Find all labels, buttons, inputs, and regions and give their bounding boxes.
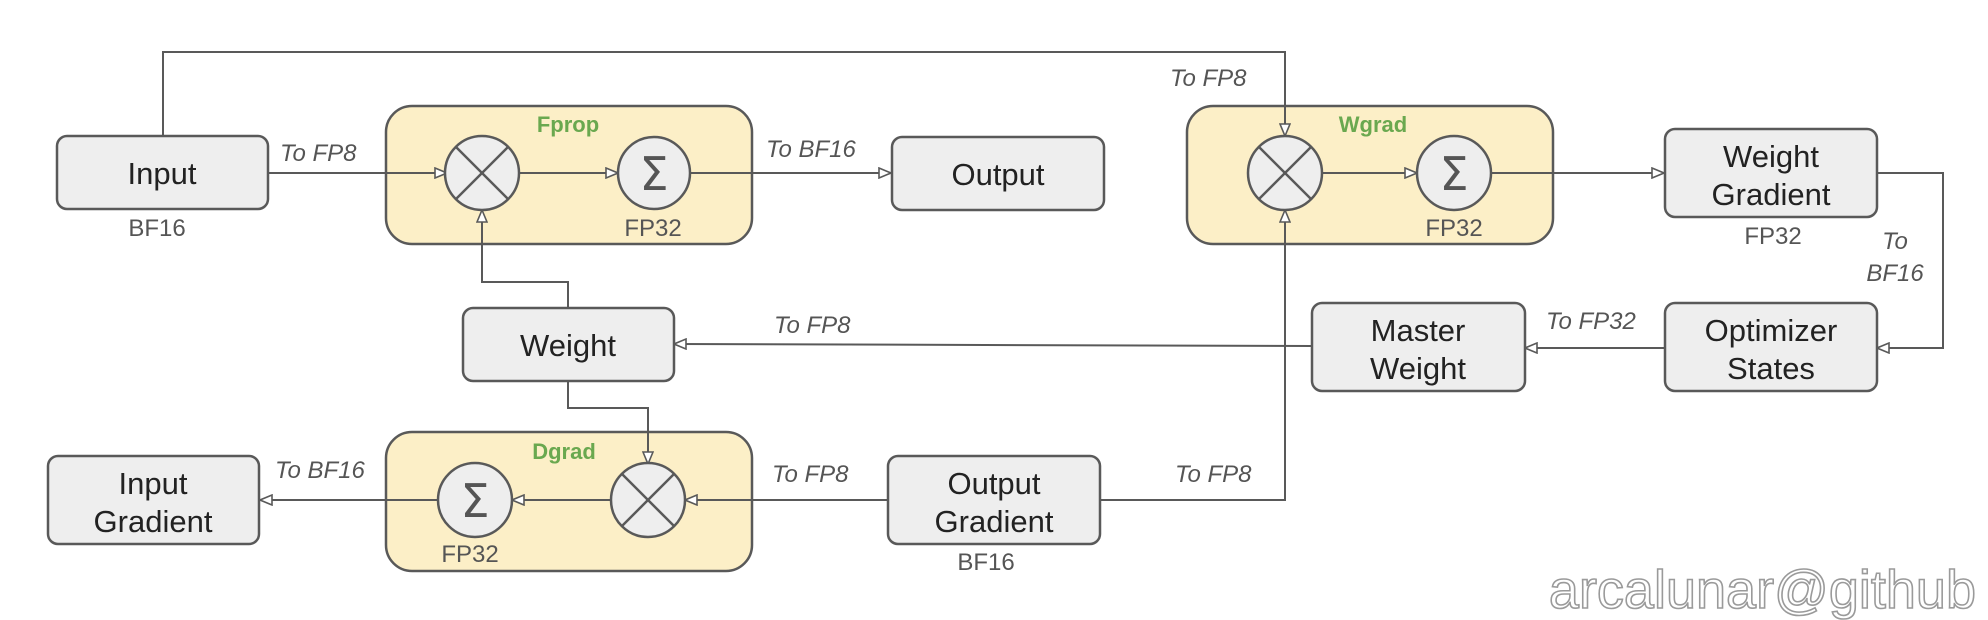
dgrad-sum-precision: FP32 <box>441 541 498 568</box>
fprop-group-title: Fprop <box>537 112 599 137</box>
input-gradient-node: Input Gradient <box>46 454 261 546</box>
wire-output-gradient-to-wgrad-multiply <box>1100 210 1285 501</box>
weight-gradient-label-line1: Weight <box>1723 139 1819 174</box>
weight-gradient-label-line2: Gradient <box>1712 177 1831 212</box>
wire-weight-to-dgrad-multiply <box>567 380 648 464</box>
weight-gradient-precision: FP32 <box>1744 223 1801 250</box>
wire-input-to-wgrad-multiply <box>162 51 1285 136</box>
master-weight-node: Master Weight <box>1310 301 1527 393</box>
watermark: arcalunar@github <box>1549 560 1976 620</box>
conv-wgrad-to-optimizer-line2: BF16 <box>1866 260 1924 287</box>
conv-input-to-fprop: To FP8 <box>280 140 357 167</box>
output-gradient-label-line2: Gradient <box>935 504 1054 539</box>
conv-output-gradient-to-wgrad: To FP8 <box>1175 461 1252 488</box>
conv-optimizer-to-master: To FP32 <box>1546 308 1636 335</box>
wgrad-group-title: Wgrad <box>1339 112 1407 137</box>
fprop-sum-precision: FP32 <box>624 215 681 242</box>
dgrad-sigma-icon: Σ <box>436 461 514 539</box>
input-precision: BF16 <box>128 215 185 242</box>
output-gradient-node: Output Gradient <box>886 454 1102 546</box>
dgrad-multiply-icon <box>609 461 687 539</box>
output-label: Output <box>951 157 1044 192</box>
wire-weight-to-fprop-multiply <box>482 210 569 309</box>
weight-gradient-node: Weight Gradient <box>1663 127 1879 219</box>
svg-text:Σ: Σ <box>639 147 668 201</box>
wgrad-sum-precision: FP32 <box>1425 215 1482 242</box>
wire-weight-gradient-to-optimizer <box>1877 172 1944 348</box>
optimizer-states-label-line1: Optimizer <box>1705 313 1838 348</box>
conv-input-to-wgrad: To FP8 <box>1170 65 1247 92</box>
wgrad-sigma-icon: Σ <box>1415 134 1493 212</box>
fprop-sigma-icon: Σ <box>616 135 692 211</box>
weight-node: Weight <box>461 306 676 383</box>
master-weight-label-line1: Master <box>1371 313 1466 348</box>
weight-label: Weight <box>520 328 616 363</box>
output-gradient-label-line1: Output <box>947 466 1040 501</box>
optimizer-states-node: Optimizer States <box>1663 301 1879 393</box>
svg-text:Σ: Σ <box>1439 147 1468 201</box>
master-weight-label-line2: Weight <box>1370 351 1466 386</box>
output-gradient-precision: BF16 <box>957 549 1014 576</box>
svg-text:Σ: Σ <box>460 474 489 528</box>
input-node: Input <box>55 134 270 211</box>
input-gradient-label-line1: Input <box>119 466 188 501</box>
dgrad-group-title: Dgrad <box>532 439 596 464</box>
wire-master-weight-to-weight <box>674 344 1313 346</box>
fprop-multiply-icon <box>443 134 521 212</box>
conv-fprop-to-output: To BF16 <box>766 136 856 163</box>
output-node: Output <box>890 135 1106 212</box>
optimizer-states-label-line2: States <box>1727 351 1815 386</box>
conv-output-gradient-to-dgrad: To FP8 <box>772 461 849 488</box>
input-label: Input <box>128 156 197 191</box>
input-gradient-label-line2: Gradient <box>94 504 213 539</box>
wgrad-multiply-icon <box>1246 134 1324 212</box>
conv-master-to-weight: To FP8 <box>774 312 851 339</box>
conv-wgrad-to-optimizer-line1: To <box>1882 228 1908 255</box>
conv-dgrad-to-input-gradient: To BF16 <box>275 457 365 484</box>
